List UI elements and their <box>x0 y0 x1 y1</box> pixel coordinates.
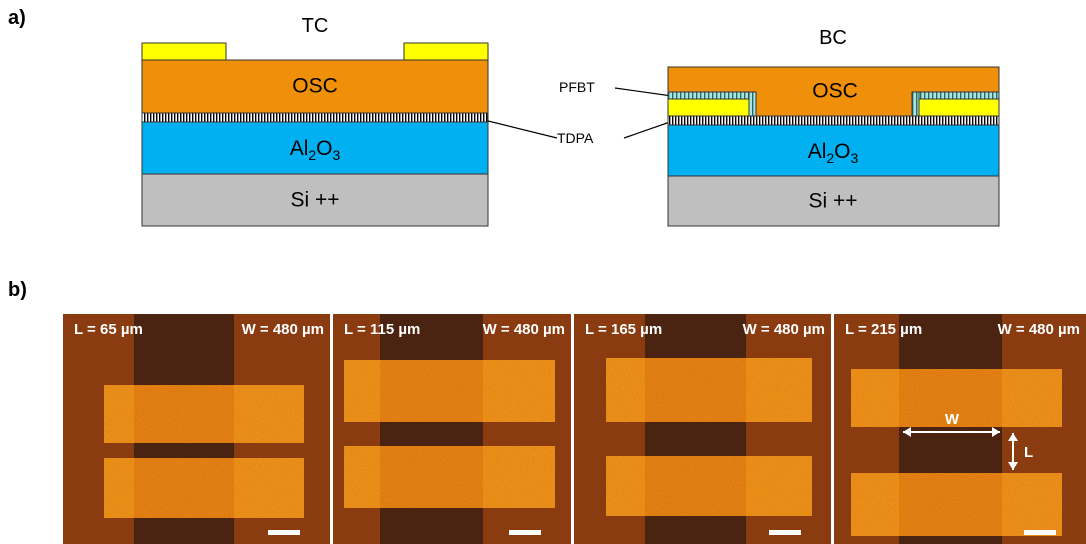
w-arrow-head-left <box>903 427 911 437</box>
scale-bar <box>509 530 541 535</box>
micrograph-4: L = 215 µm W = 480 µm <box>834 314 1086 544</box>
tc-source-electrode <box>141 42 227 61</box>
micrograph-3: L = 165 µm W = 480 µm <box>574 314 831 544</box>
bc-left-pfbt <box>667 91 757 100</box>
tdpa-leader-right <box>623 121 671 139</box>
channel-length-label: L = 65 µm <box>74 321 143 338</box>
panel-b-label: b) <box>8 279 27 301</box>
micrograph-1: L = 65 µm W = 480 µm <box>63 314 330 544</box>
bc-si-label: Si ++ <box>808 190 857 213</box>
bc-oxide-layer <box>667 124 1000 177</box>
pfbt-leader-line <box>614 87 673 97</box>
bc-title: BC <box>819 27 847 49</box>
tc-si-layer <box>141 173 489 227</box>
electrode-top-texture <box>851 369 1062 427</box>
tc-oxide-label: Al2O3 <box>290 137 341 163</box>
tc-osc-label: OSC <box>292 75 338 98</box>
tc-drain-electrode <box>403 42 489 61</box>
l-arrow-head-top <box>1008 433 1018 441</box>
bc-drain-electrode <box>918 98 1000 117</box>
electrode-top-texture <box>344 360 555 422</box>
tc-oxide-layer <box>141 121 489 175</box>
tc-stack: TC OSC Al2O3 Si ++ <box>141 15 489 227</box>
tc-si-label: Si ++ <box>290 189 339 212</box>
channel-length-label: L = 165 µm <box>585 321 662 338</box>
channel-stripe <box>380 314 483 544</box>
bc-right-pfbt-side <box>911 91 920 117</box>
tc-tdpa-layer <box>141 112 489 123</box>
bc-osc-label: OSC <box>812 80 858 103</box>
callouts: PFBT TDPA <box>487 79 673 146</box>
l-arrow-head-bottom <box>1008 462 1018 470</box>
bc-tdpa-layer <box>667 115 1000 126</box>
channel-width-label: W = 480 µm <box>743 321 825 338</box>
bc-si-layer <box>667 175 1000 227</box>
l-annotation-label: L <box>1024 444 1033 461</box>
channel-width-label: W = 480 µm <box>998 321 1080 338</box>
bc-source-electrode <box>667 98 750 117</box>
bc-oxide-label: Al2O3 <box>808 140 859 166</box>
w-arrow-head-right <box>992 427 1000 437</box>
bc-stack: BC OSC Al2O3 Si ++ <box>667 27 1000 227</box>
bc-right-pfbt <box>911 91 1000 100</box>
electrode-top-texture <box>606 358 812 422</box>
tdpa-leader-left <box>487 120 558 139</box>
electrode-bottom-texture <box>851 473 1062 536</box>
bc-left-pfbt-side <box>748 91 757 117</box>
electrode-bottom-texture <box>344 446 555 508</box>
w-annotation-label: W <box>945 411 960 428</box>
channel-width-label: W = 480 µm <box>483 321 565 338</box>
micrograph-2: L = 115 µm W = 480 µm <box>333 314 571 544</box>
channel-length-label: L = 215 µm <box>845 321 922 338</box>
scale-bar <box>769 530 801 535</box>
tc-title: TC <box>302 15 329 37</box>
pfbt-callout: PFBT <box>559 79 595 95</box>
tc-osc-layer <box>141 59 489 114</box>
scale-bar <box>268 530 300 535</box>
channel-length-label: L = 115 µm <box>344 321 420 338</box>
panel-a-label: a) <box>8 7 26 29</box>
electrode-bottom-texture <box>104 458 304 518</box>
electrode-bottom-texture <box>606 456 812 516</box>
scale-bar <box>1024 530 1056 535</box>
dimension-annotations: WL <box>903 411 1033 470</box>
tdpa-callout: TDPA <box>557 130 594 146</box>
channel-width-label: W = 480 µm <box>242 321 324 338</box>
electrode-top-texture <box>104 385 304 443</box>
